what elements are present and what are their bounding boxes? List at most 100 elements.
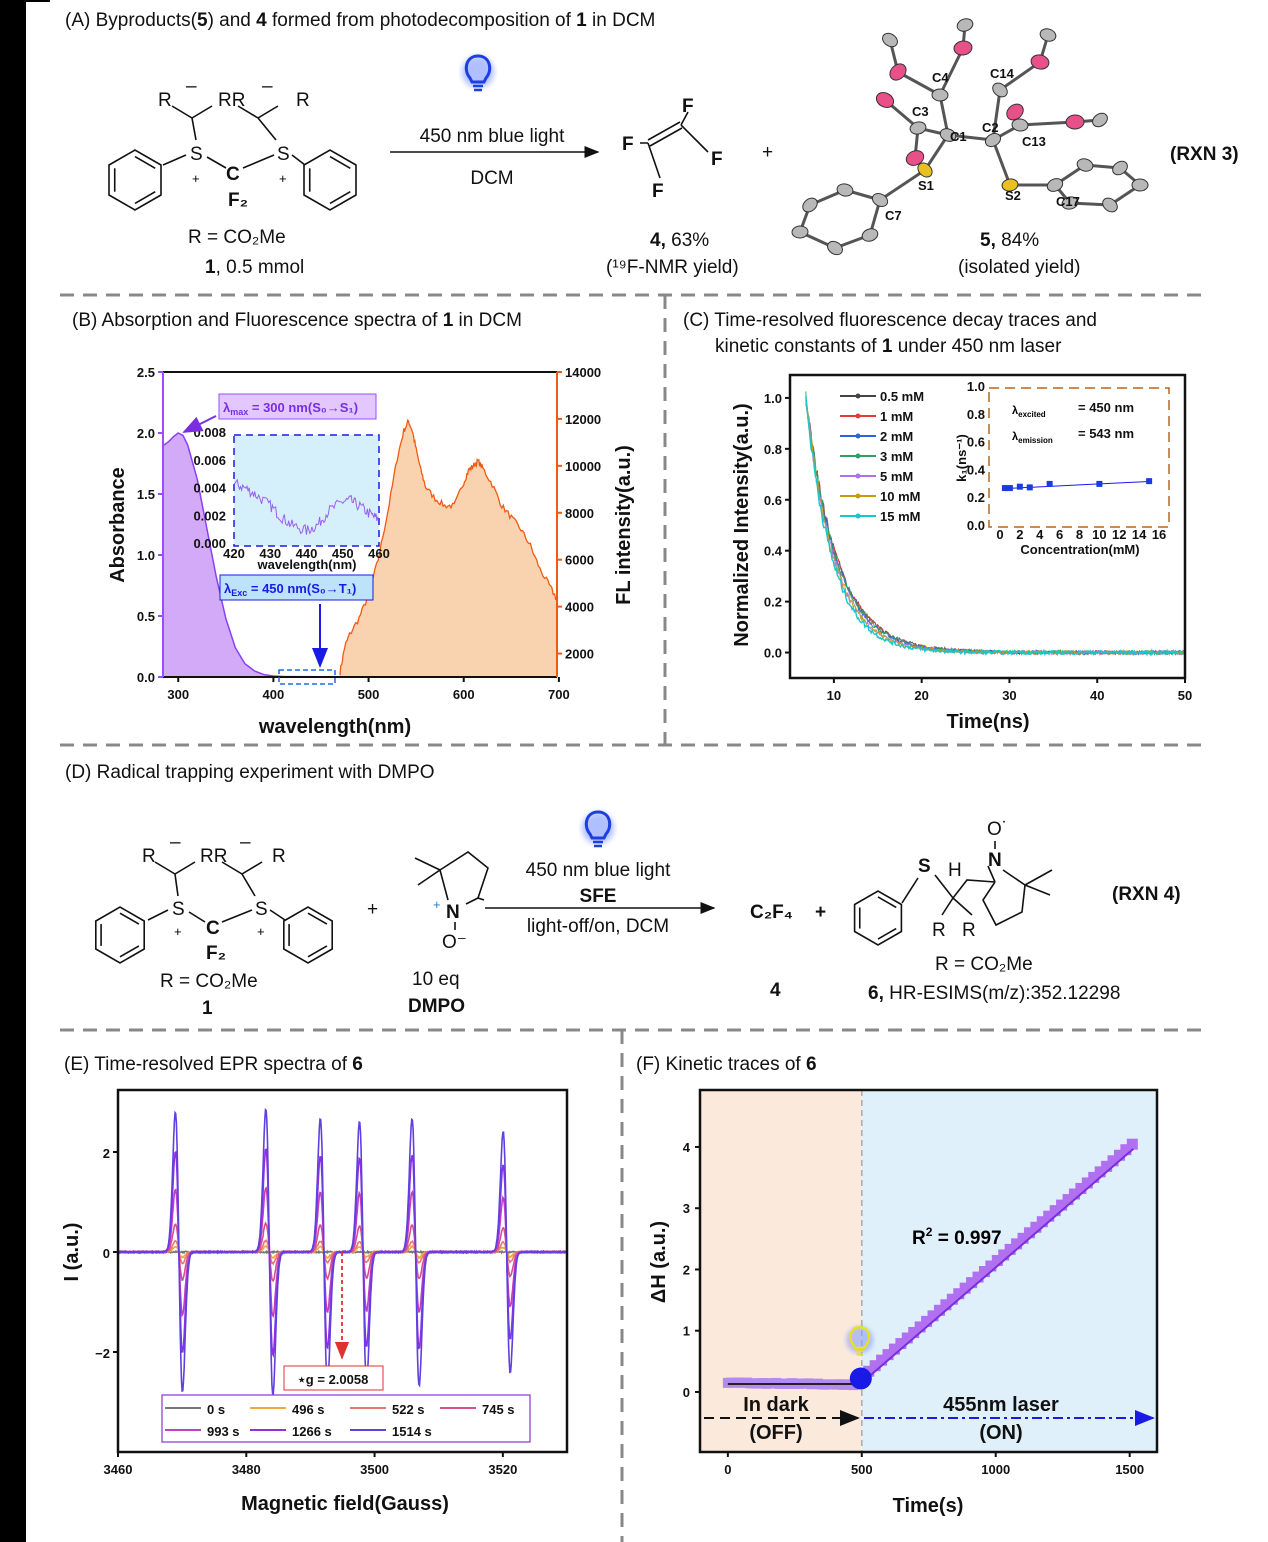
legend-marker [855, 413, 861, 419]
y-tick-label: 2 [683, 1262, 690, 1277]
inset-y-tick-label: 0.002 [193, 508, 226, 523]
y-tick-label: 1.5 [137, 487, 155, 502]
data-point [1081, 1177, 1093, 1189]
label: R = CO₂Me [935, 954, 1033, 975]
label: C [226, 164, 240, 185]
y-axis-label: Absorbance [107, 467, 129, 583]
label: + [367, 899, 378, 920]
label: + [815, 902, 826, 923]
absorbance-area [163, 433, 341, 677]
label: N [446, 902, 460, 923]
inset-x-tick-label: 4 [1036, 527, 1044, 542]
inset-x-tick-label: 6 [1056, 527, 1063, 542]
carbon-atom [1092, 112, 1108, 128]
atom-label: C4 [932, 70, 949, 85]
x-tick-label: 10 [827, 688, 841, 703]
condition-light: 450 nm blue light [420, 126, 565, 147]
x-tick-label: 40 [1090, 688, 1104, 703]
oxygen-atom [905, 150, 925, 166]
inset-y-tick-label: 0.004 [193, 481, 226, 496]
label: F [682, 96, 694, 117]
lambda-exc-label: λExc = 450 nm(S₀→T₁) [224, 581, 356, 598]
y-tick-label: 1.0 [137, 548, 155, 563]
data-point [1113, 1149, 1125, 1161]
light-fit-line [861, 1148, 1135, 1384]
carbon-atom [1112, 160, 1128, 176]
x-tick-label: 700 [548, 687, 570, 702]
benzene-ring [95, 906, 145, 964]
carbon-atom [861, 228, 879, 242]
y-tick-label: 1 [683, 1324, 690, 1339]
inset-data-point [1096, 480, 1103, 487]
inset-y-tick-label: 0.000 [193, 536, 226, 551]
x-tick-label: 3480 [232, 1462, 261, 1477]
label: + [192, 171, 200, 186]
panel-c: (C) Time-resolved fluorescence decay tra… [683, 310, 1192, 733]
inset-data-point [1006, 485, 1013, 492]
label: F₂ [206, 943, 226, 964]
label: light-off/on, DCM [527, 916, 669, 937]
inset-fit-line [1004, 480, 1150, 490]
r-squared-label: R2 = 0.997 [912, 1225, 1002, 1249]
inset-emission-value: = 543 nm [1078, 426, 1134, 441]
inset-x-tick-label: 420 [223, 546, 245, 561]
x-axis-label: Magnetic field(Gauss) [241, 1493, 449, 1515]
label: R = CO₂Me [188, 227, 286, 248]
data-point [1036, 1216, 1048, 1228]
y-tick-label: 2 [103, 1146, 110, 1161]
data-point [1068, 1188, 1080, 1200]
panel-c-title-line1: (C) Time-resolved fluorescence decay tra… [683, 310, 1097, 331]
tetrafluoroethylene-structure: F F F F [622, 96, 723, 202]
carbon-atom [1131, 178, 1149, 192]
data-point [959, 1282, 971, 1294]
label: F₂ [228, 190, 248, 211]
dark-status-label: (OFF) [749, 1422, 802, 1444]
carbon-atom [871, 193, 889, 207]
x-tick-label: 500 [851, 1462, 873, 1477]
label: O˙ [987, 819, 1008, 840]
oxygen-atom [1065, 114, 1085, 130]
lambda-max-label: λmax = 300 nm(S₀→S₁) [223, 400, 358, 417]
inset-x-tick-label: 450 [332, 546, 354, 561]
double-bond [119, 945, 140, 958]
y-axis-label: I (a.u.) [61, 1223, 83, 1282]
label: 6, HR-ESIMS(m/z):352.12298 [868, 983, 1120, 1004]
legend-marker [855, 393, 861, 399]
laser-label: 455nm laser [943, 1394, 1059, 1416]
panel-c-title-line2: kinetic constants of 1 under 450 nm lase… [715, 336, 1062, 357]
atom-label: C14 [990, 66, 1015, 81]
c2f4-label: C₂F₄ [750, 902, 793, 923]
atom-label: C13 [1022, 134, 1046, 149]
double-bond [307, 945, 328, 958]
inset-data-point [1046, 480, 1053, 487]
fl-area [340, 420, 557, 677]
carbon-atom [1061, 196, 1079, 210]
data-point [914, 1321, 926, 1333]
label: 1 [202, 998, 213, 1019]
y2-axis-label: FL intensity(a.u.) [613, 445, 635, 605]
data-point [1023, 1227, 1035, 1239]
inset-x-axis-label: Concentration(mM) [1020, 542, 1139, 557]
inset-absorbance-line [233, 478, 379, 535]
plot-frame [788, 373, 1187, 680]
label: SFE [580, 886, 617, 907]
label: + [279, 171, 287, 186]
label: N [988, 850, 1002, 871]
carbon-atom [882, 32, 898, 48]
legend-label: 15 mM [880, 509, 920, 524]
label: R [962, 920, 976, 941]
data-point [972, 1271, 984, 1283]
panel-d-title: (D) Radical trapping experiment with DMP… [65, 762, 435, 783]
y-tick-label: 0.8 [764, 442, 782, 457]
light-bulb-icon [846, 1325, 874, 1356]
label: 5, 84% [980, 230, 1039, 251]
data-point [1004, 1243, 1016, 1255]
label: (isolated yield) [958, 257, 1081, 278]
legend-label: 496 s [292, 1402, 325, 1417]
y2-tick-label: 10000 [565, 459, 601, 474]
inset-data-point [1001, 485, 1008, 492]
legend-label: 10 mM [880, 489, 920, 504]
